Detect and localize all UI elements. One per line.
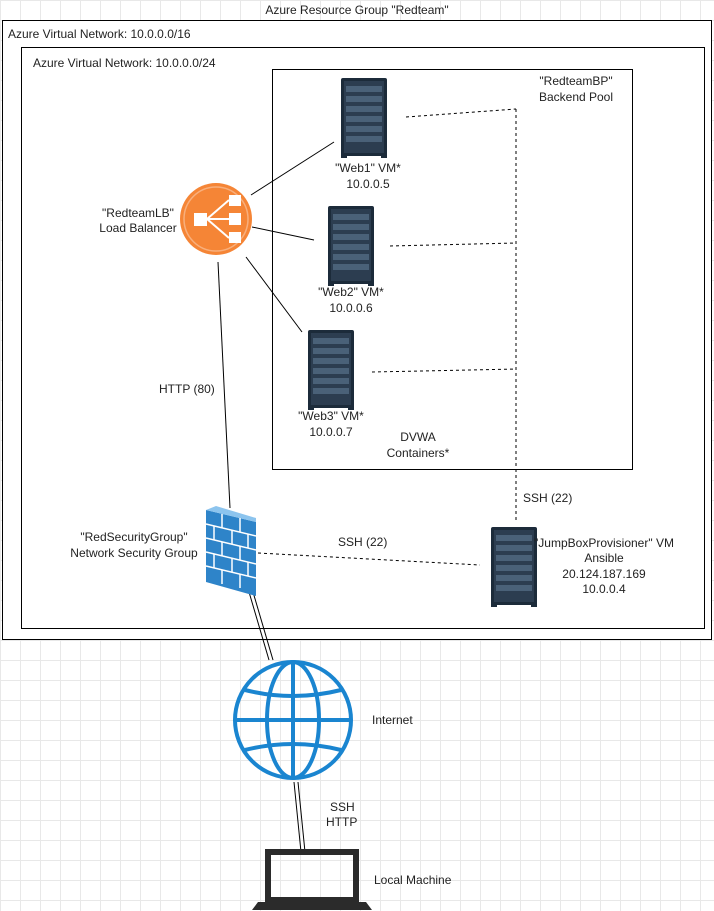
backend-pool-name: "RedteamBP": [539, 74, 612, 88]
jumpbox-name: "JumpBoxProvisioner" VM: [534, 536, 674, 550]
load-balancer-name: "RedteamLB": [102, 206, 174, 220]
local-link-http-label: HTTP: [326, 815, 357, 829]
web2-name: "Web2" VM*: [318, 285, 384, 299]
outer-vnet-label: Azure Virtual Network: 10.0.0.0/16: [8, 27, 191, 41]
internet-label: Internet: [372, 713, 413, 727]
web2-ip: 10.0.0.6: [329, 301, 373, 315]
jumpbox-private-ip: 10.0.0.4: [582, 582, 626, 596]
load-balancer-label: Load Balancer: [99, 221, 176, 235]
internet-local-link-b: [297, 781, 306, 853]
lb-web1-link: [250, 141, 335, 196]
dvwa-containers-label: Containers*: [387, 446, 450, 460]
globe-icon: [233, 660, 353, 780]
web3-server-icon: [308, 330, 354, 410]
laptop-icon: [252, 849, 372, 910]
inner-vnet-label: Azure Virtual Network: 10.0.0.0/24: [33, 56, 216, 70]
lb-nsg-link: [217, 261, 231, 509]
web3-name: "Web3" VM*: [298, 409, 364, 423]
nsg-label: Network Security Group: [70, 546, 198, 560]
local-machine-label: Local Machine: [374, 873, 452, 887]
jumpbox-role: Ansible: [584, 551, 624, 565]
web1-jumpbox-link: [405, 108, 517, 118]
web1-name: "Web1" VM*: [335, 161, 401, 175]
nsg-internet-link-b: [252, 591, 274, 661]
web1-server-icon: [341, 78, 387, 158]
ssh-pool-link-label: SSH (22): [523, 491, 572, 505]
jumpbox-public-ip: 20.124.187.169: [562, 567, 646, 581]
http-link-label: HTTP (80): [159, 382, 215, 396]
web3-ip: 10.0.0.7: [309, 425, 353, 439]
nsg-name: "RedSecurityGroup": [80, 530, 187, 544]
nsg-internet-link-a: [248, 591, 270, 661]
internet-local-link-a: [293, 781, 302, 853]
jumpbox-server-icon: [491, 527, 537, 607]
web1-ip: 10.0.0.5: [346, 177, 390, 191]
ssh-nsg-link-label: SSH (22): [338, 535, 387, 549]
backend-pool-label: Backend Pool: [539, 90, 613, 104]
nsg-jumpbox-link: [257, 552, 481, 566]
lb-web3-link: [245, 256, 303, 333]
web2-server-icon: [328, 206, 374, 286]
web3-jumpbox-link: [371, 368, 517, 373]
resource-group-label: Azure Resource Group "Redteam": [265, 3, 448, 17]
load-balancer-icon: [180, 183, 252, 255]
dvwa-label: DVWA: [400, 430, 436, 444]
local-link-ssh-label: SSH: [330, 800, 355, 814]
firewall-icon: [205, 506, 257, 596]
lb-web2-link: [251, 226, 315, 241]
